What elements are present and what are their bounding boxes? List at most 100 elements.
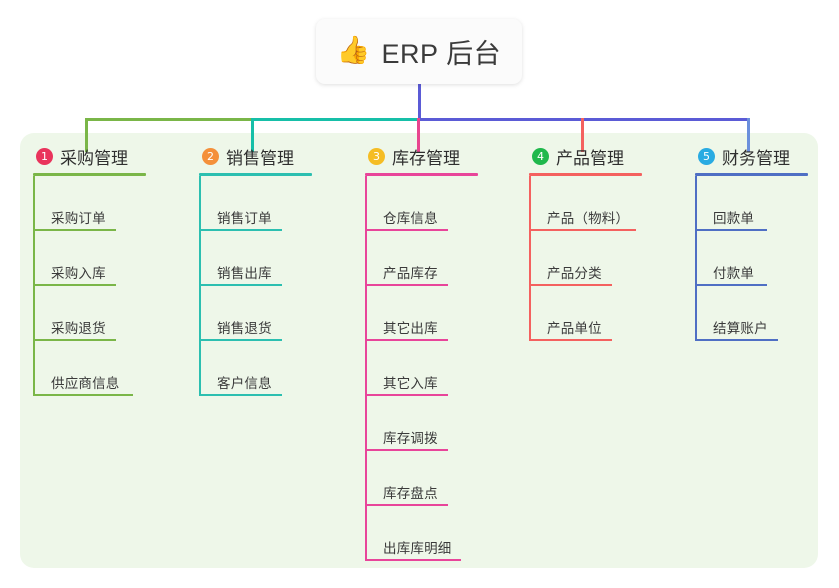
- list-item[interactable]: 其它入库: [365, 341, 460, 396]
- list-item-rule: [33, 394, 133, 396]
- list-item-label: 采购退货: [51, 321, 106, 336]
- list-item[interactable]: 产品单位: [529, 286, 629, 341]
- column-header-product[interactable]: 4 产品管理: [529, 140, 642, 176]
- list-item[interactable]: 客户信息: [199, 341, 294, 396]
- list-item-rule: [695, 284, 767, 286]
- column-header-sales[interactable]: 2 销售管理: [199, 140, 312, 176]
- list-item-rule: [199, 339, 282, 341]
- list-item[interactable]: 采购订单: [33, 176, 128, 231]
- column-header-rule: [529, 173, 642, 176]
- list-item-rule: [695, 339, 778, 341]
- number-badge-icon: 2: [202, 147, 219, 165]
- content-panel: [20, 133, 818, 568]
- number-badge-icon: 4: [532, 147, 549, 165]
- list-item[interactable]: 仓库信息: [365, 176, 460, 231]
- thumbs-up-icon: 👍: [336, 35, 371, 65]
- connector-stub-purchasing: [85, 118, 88, 152]
- list-item[interactable]: 产品（物料）: [529, 176, 636, 231]
- list-item[interactable]: 库存调拨: [365, 396, 460, 451]
- column-spine: [33, 176, 35, 396]
- column-header-purchasing[interactable]: 1 采购管理: [33, 140, 146, 176]
- column-title: 产品管理: [556, 148, 624, 168]
- list-item[interactable]: 采购退货: [33, 286, 128, 341]
- list-item-label: 回款单: [713, 211, 755, 226]
- column-inventory: 3 库存管理仓库信息产品库存其它出库其它入库库存调拨库存盘点出库库明细: [365, 140, 478, 561]
- list-item[interactable]: 库存盘点: [365, 451, 460, 506]
- column-title: 采购管理: [60, 148, 128, 168]
- column-items-purchasing: 采购订单采购入库采购退货供应商信息: [33, 176, 133, 396]
- connector-stub-finance: [747, 118, 750, 152]
- connector-trunk: [418, 84, 421, 121]
- list-item-rule: [695, 229, 767, 231]
- list-item[interactable]: 销售出库: [199, 231, 294, 286]
- list-item[interactable]: 产品库存: [365, 231, 460, 286]
- list-item-rule: [365, 504, 448, 506]
- list-item-label: 产品单位: [547, 321, 602, 336]
- column-header-finance[interactable]: 5 财务管理: [695, 140, 808, 176]
- list-item[interactable]: 销售订单: [199, 176, 294, 231]
- list-item-label: 采购入库: [51, 266, 106, 281]
- column-spine: [365, 176, 367, 561]
- connector-stub-product: [581, 118, 584, 152]
- list-item[interactable]: 采购入库: [33, 231, 128, 286]
- column-sales: 2 销售管理销售订单销售出库销售退货客户信息: [199, 140, 312, 396]
- list-item-rule: [365, 284, 448, 286]
- column-title: 库存管理: [392, 148, 460, 168]
- column-header-rule: [365, 173, 478, 176]
- column-header-inventory[interactable]: 3 库存管理: [365, 140, 478, 176]
- list-item-rule: [33, 284, 116, 286]
- list-item[interactable]: 付款单: [695, 231, 790, 286]
- list-item-label: 产品（物料）: [547, 211, 630, 226]
- list-item[interactable]: 出库库明细: [365, 506, 461, 561]
- list-item-label: 产品分类: [547, 266, 602, 281]
- root-node-label: ERP 后台: [381, 39, 502, 69]
- list-item-label: 仓库信息: [383, 211, 438, 226]
- list-item-label: 库存盘点: [383, 486, 438, 501]
- list-item-rule: [199, 229, 282, 231]
- column-items-inventory: 仓库信息产品库存其它出库其它入库库存调拨库存盘点出库库明细: [365, 176, 461, 561]
- number-badge-icon: 5: [698, 147, 715, 165]
- column-purchasing: 1 采购管理采购订单采购入库采购退货供应商信息: [33, 140, 146, 396]
- list-item-rule: [365, 449, 448, 451]
- list-item-rule: [199, 284, 282, 286]
- column-header-rule: [695, 173, 808, 176]
- connector-segment-purchasing: [85, 118, 254, 121]
- connector-stub-inventory: [417, 118, 420, 152]
- list-item-rule: [529, 229, 636, 231]
- column-header-rule: [33, 173, 146, 176]
- connector-segment-sales: [251, 118, 420, 121]
- list-item-label: 销售退货: [217, 321, 272, 336]
- column-spine: [199, 176, 201, 396]
- column-finance: 5 财务管理回款单付款单结算账户: [695, 140, 808, 341]
- list-item-label: 客户信息: [217, 376, 272, 391]
- root-node[interactable]: 👍 ERP 后台: [316, 19, 522, 84]
- list-item-label: 产品库存: [383, 266, 438, 281]
- list-item-label: 结算账户: [713, 321, 768, 336]
- list-item-rule: [33, 339, 116, 341]
- list-item-label: 付款单: [713, 266, 755, 281]
- list-item-rule: [365, 229, 448, 231]
- list-item[interactable]: 其它出库: [365, 286, 460, 341]
- list-item-label: 库存调拨: [383, 431, 438, 446]
- number-badge-icon: 1: [36, 147, 53, 165]
- list-item-label: 销售出库: [217, 266, 272, 281]
- column-items-sales: 销售订单销售出库销售退货客户信息: [199, 176, 294, 396]
- column-title: 销售管理: [226, 148, 294, 168]
- list-item[interactable]: 结算账户: [695, 286, 790, 341]
- column-title: 财务管理: [722, 148, 790, 168]
- connector-stub-sales: [251, 118, 254, 152]
- column-items-product: 产品（物料） 产品分类产品单位: [529, 176, 636, 341]
- list-item-rule: [365, 339, 448, 341]
- list-item-label: 供应商信息: [51, 376, 120, 391]
- number-badge-icon: 3: [368, 147, 385, 165]
- list-item[interactable]: 产品分类: [529, 231, 629, 286]
- list-item[interactable]: 供应商信息: [33, 341, 133, 396]
- list-item[interactable]: 回款单: [695, 176, 790, 231]
- list-item[interactable]: 销售退货: [199, 286, 294, 341]
- list-item-label: 出库库明细: [383, 541, 452, 556]
- column-items-finance: 回款单付款单结算账户: [695, 176, 790, 341]
- list-item-rule: [529, 284, 612, 286]
- column-product: 4 产品管理产品（物料） 产品分类产品单位: [529, 140, 642, 341]
- list-item-rule: [365, 394, 448, 396]
